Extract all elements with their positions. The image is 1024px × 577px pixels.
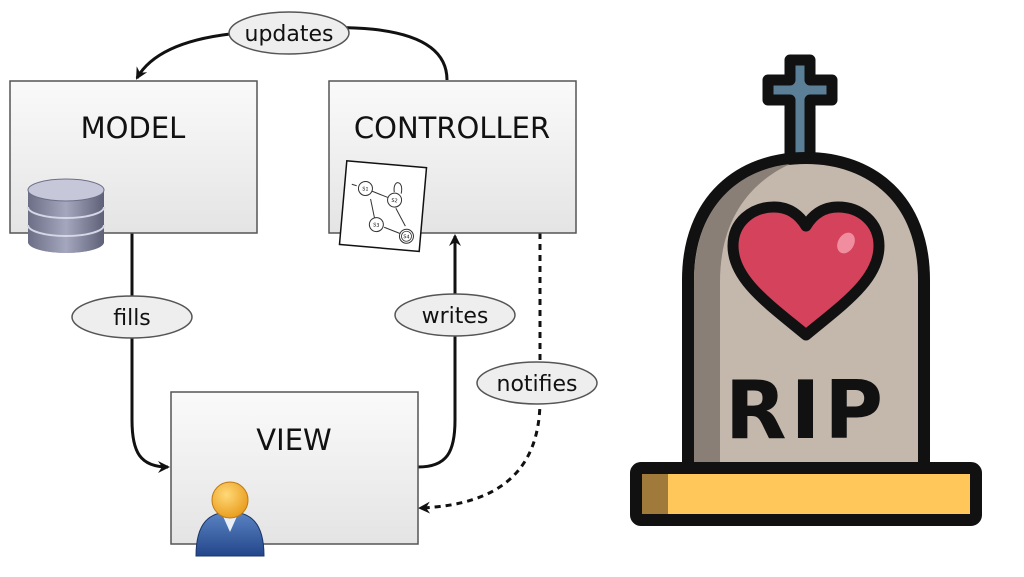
updates-label: updates: [245, 22, 334, 47]
writes-label: writes: [422, 304, 489, 329]
state-s3: S3: [373, 222, 380, 229]
mvc-diagram: MODEL CONTROLLER: [9, 11, 598, 557]
state-s2: S2: [391, 198, 398, 205]
controller-label: CONTROLLER: [354, 111, 550, 145]
edge-label-writes: writes: [394, 293, 516, 337]
tombstone-base: [630, 462, 982, 526]
state-machine-icon: S1 S2 S3 S4: [338, 159, 428, 253]
fills-label: fills: [113, 306, 151, 331]
edge-fills-line: [130, 233, 170, 473]
model-label: MODEL: [81, 111, 186, 145]
notifies-label: notifies: [497, 372, 578, 397]
edge-notifies-line: [418, 233, 542, 514]
edge-label-notifies: notifies: [476, 361, 598, 405]
state-s1: S1: [362, 186, 369, 193]
tombstone-base-shadow: [642, 474, 668, 514]
view-node: VIEW: [170, 391, 419, 557]
state-s4: S4: [403, 234, 410, 241]
view-label: VIEW: [256, 423, 331, 457]
edge-writes-line: [417, 234, 461, 469]
user-icon: [195, 481, 265, 557]
cross-icon: [762, 54, 838, 166]
tombstone-shadow: [694, 164, 790, 466]
edge-label-updates: updates: [228, 11, 350, 55]
model-node: MODEL: [9, 80, 258, 253]
controller-node: CONTROLLER S1 S2 S3 S4: [328, 80, 577, 253]
database-icon: [27, 178, 105, 253]
tombstone-icon: RIP: [630, 54, 982, 526]
rip-text: RIP: [725, 364, 887, 457]
edge-label-fills: fills: [71, 295, 193, 339]
